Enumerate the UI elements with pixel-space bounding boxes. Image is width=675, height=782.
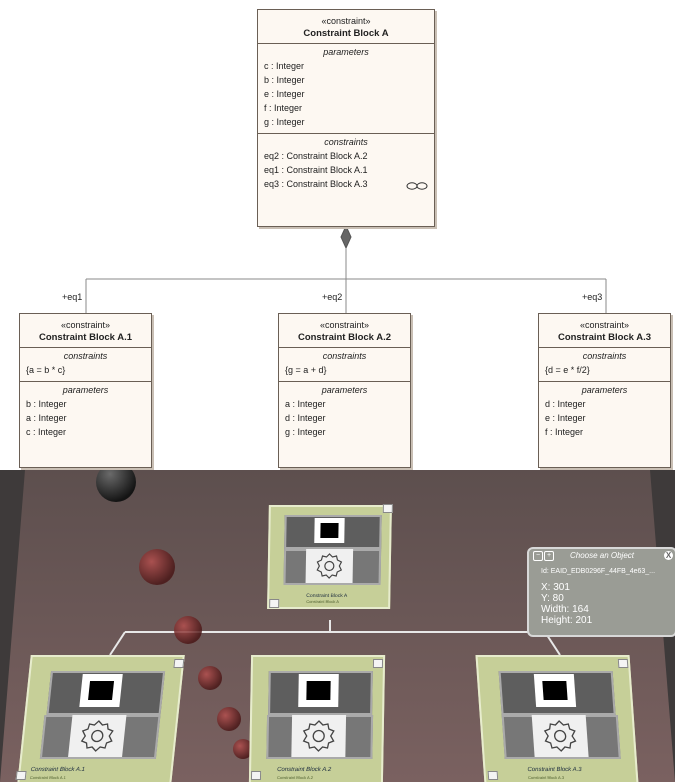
parameters-compartment: parameters b : Integer a : Integer c : I…	[20, 382, 151, 443]
parameters-compartment: parameters c : Integer b : Integer e : I…	[258, 44, 434, 134]
parameter-item: c : Integer	[26, 427, 67, 437]
composition-connectors	[85, 224, 607, 313]
constraint-property: eq1 : Constraint Block A.1	[264, 165, 368, 175]
card-subcaption: Constraint Block A.1	[29, 775, 67, 780]
constraints-compartment: constraints {g = a + d}	[279, 348, 410, 382]
parameter-item: c : Integer	[264, 61, 305, 71]
card-subcaption: Constraint Block A.2	[276, 775, 314, 780]
uml-diagram: «constraint» Constraint Block A paramete…	[19, 9, 671, 468]
compartment-title: constraints	[582, 351, 627, 361]
scene-card-a[interactable]: Constraint Block A Constraint Block A	[267, 504, 393, 609]
card-subcaption: Constraint Block A	[306, 599, 339, 604]
parameter-item: g : Integer	[285, 427, 326, 437]
stereotype-label: «constraint»	[579, 320, 630, 330]
constraint-block-a2[interactable]: «constraint» Constraint Block A.2 constr…	[278, 313, 411, 468]
sphere	[139, 549, 175, 585]
gear-icon	[68, 715, 127, 757]
constraints-compartment: constraints eq2 : Constraint Block A.2 e…	[258, 134, 434, 195]
card-caption: Constraint Block A.2	[277, 767, 332, 773]
constraint-expression: {a = b * c}	[26, 365, 66, 375]
gear-icon	[305, 549, 354, 583]
choose-object-panel[interactable]: − + X Choose an Object Id: EAID_EDB0296F…	[527, 547, 675, 637]
scene-card-a2[interactable]: Constraint Block A.2 Constraint Block A.…	[248, 655, 386, 782]
sphere	[217, 707, 241, 731]
scene-card-a3[interactable]: Constraint Block A.3 Constraint Block A.…	[475, 655, 639, 782]
parameter-item: f : Integer	[264, 103, 303, 113]
parameter-item: d : Integer	[285, 413, 326, 423]
constraint-block-a1[interactable]: «constraint» Constraint Block A.1 constr…	[19, 313, 152, 468]
compartment-title: parameters	[581, 385, 628, 395]
constraints-compartment: constraints {a = b * c}	[20, 348, 151, 382]
parameter-item: b : Integer	[26, 399, 67, 409]
stereotype-label: «constraint»	[319, 320, 370, 330]
parameters-compartment: parameters d : Integer e : Integer f : I…	[539, 382, 670, 443]
parameter-item: a : Integer	[285, 399, 326, 409]
role-label-eq3: +eq3	[582, 292, 603, 302]
parameter-item: b : Integer	[264, 75, 305, 85]
block-header: «constraint» Constraint Block A.3	[539, 314, 670, 348]
stereotype-label: «constraint»	[60, 320, 111, 330]
block-name: Constraint Block A.1	[38, 332, 133, 343]
object-id: Id: EAID_EDB0296F_44FB_4e63_...	[541, 568, 656, 575]
parameter-item: a : Integer	[26, 413, 67, 423]
panel-title: Choose an Object	[569, 551, 635, 560]
constraints-compartment: constraints {d = e * f/2}	[539, 348, 670, 382]
compartment-title: constraints	[322, 351, 367, 361]
close-button[interactable]: X	[664, 551, 673, 560]
sphere	[233, 739, 253, 759]
square-icon	[79, 674, 123, 707]
expand-button[interactable]: +	[544, 551, 554, 561]
constraint-property: eq2 : Constraint Block A.2	[264, 151, 368, 161]
block-header: «constraint» Constraint Block A	[258, 10, 434, 44]
parameter-item: e : Integer	[264, 89, 305, 99]
square-icon	[314, 518, 345, 543]
block-name: Constraint Block A.2	[297, 332, 392, 343]
parameter-item: d : Integer	[545, 399, 586, 409]
object-x: X: 301	[541, 582, 570, 593]
stereotype-label: «constraint»	[321, 16, 371, 26]
constraint-expression: {d = e * f/2}	[545, 365, 590, 375]
square-icon	[298, 674, 339, 707]
gear-icon	[291, 715, 347, 757]
card-subcaption: Constraint Block A.3	[527, 775, 565, 780]
card-caption: Constraint Block A.1	[30, 767, 86, 773]
block-name: Constraint Block A.3	[557, 332, 652, 343]
parameter-item: f : Integer	[545, 427, 584, 437]
block-header: «constraint» Constraint Block A.1	[20, 314, 151, 348]
card-caption: Constraint Block A.3	[527, 767, 582, 773]
object-height: Height: 201	[541, 615, 593, 626]
block-name: Constraint Block A	[303, 28, 389, 39]
gear-icon	[531, 715, 589, 757]
sphere	[198, 666, 222, 690]
compartment-title: constraints	[324, 137, 368, 147]
compartment-title: parameters	[323, 47, 369, 57]
collapse-button[interactable]: −	[533, 551, 543, 561]
role-label-eq1: +eq1	[62, 292, 83, 302]
block-header: «constraint» Constraint Block A.2	[279, 314, 410, 348]
compartment-title: parameters	[321, 385, 368, 395]
constraint-block-a3[interactable]: «constraint» Constraint Block A.3 constr…	[538, 313, 671, 468]
constraint-property: eq3 : Constraint Block A.3	[264, 179, 368, 189]
object-y: Y: 80	[541, 593, 564, 604]
composition-diamond	[340, 224, 352, 250]
square-icon	[533, 674, 577, 707]
constraint-block-a[interactable]: «constraint» Constraint Block A paramete…	[257, 9, 435, 227]
parameter-item: g : Integer	[264, 117, 305, 127]
sphere	[174, 616, 202, 644]
constraint-expression: {g = a + d}	[285, 365, 327, 375]
sphere	[96, 470, 136, 502]
compartment-title: parameters	[62, 385, 109, 395]
parameters-compartment: parameters a : Integer d : Integer g : I…	[279, 382, 410, 443]
compartment-title: constraints	[63, 351, 108, 361]
parameter-item: e : Integer	[545, 413, 586, 423]
object-width: Width: 164	[541, 604, 589, 615]
chain-link-icon	[406, 182, 428, 190]
scene-card-a1[interactable]: Constraint Block A.1 Constraint Block A.…	[15, 655, 185, 782]
role-label-eq2: +eq2	[322, 292, 343, 302]
